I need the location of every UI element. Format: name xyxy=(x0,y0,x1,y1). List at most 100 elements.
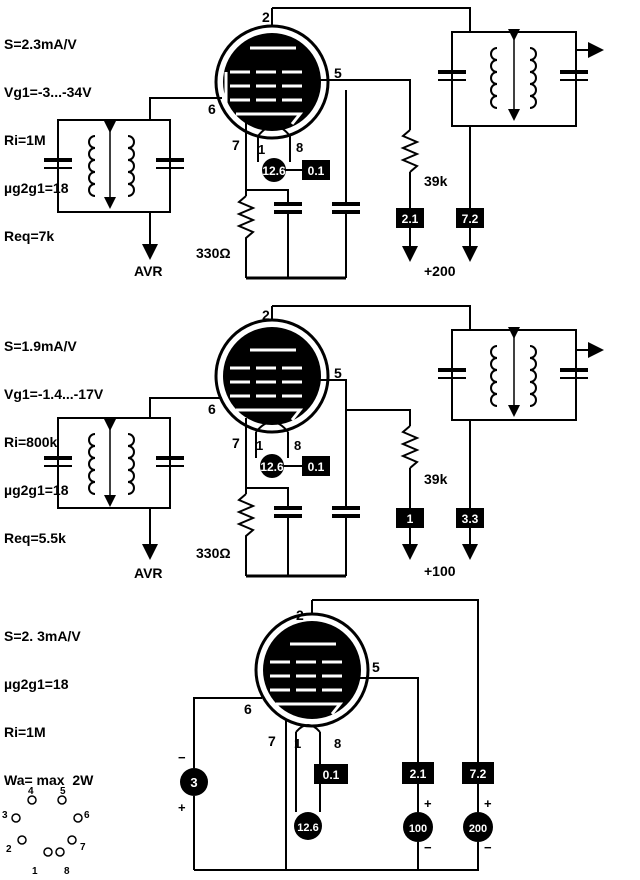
screen-resistor-label: 39k xyxy=(424,173,448,189)
middle-spec-line: Req=5.5k xyxy=(4,530,66,546)
supply-label: +200 xyxy=(424,263,456,279)
top-spec-line: Ri=1M xyxy=(4,132,46,148)
top-spec-line: S=2.3mA/V xyxy=(4,36,77,52)
bottom-spec-line: S=2. 3mA/V xyxy=(4,628,81,644)
socket-pin-label: 6 xyxy=(84,810,90,821)
screen-resistor-label: 39k xyxy=(424,471,448,487)
anode-supply-label: 200 xyxy=(469,823,487,835)
grid-bias-label: 3 xyxy=(190,775,197,790)
pin-5-label: 5 xyxy=(334,65,342,81)
pin-7-label: 7 xyxy=(232,137,240,153)
socket-pin xyxy=(57,795,67,805)
pin-2-label: 2 xyxy=(262,9,270,25)
heater-current-label: 0.1 xyxy=(308,164,325,178)
pin-6-label: 6 xyxy=(244,701,252,717)
agc-label: AVR xyxy=(134,263,163,279)
heater-voltage-label: 12.6 xyxy=(260,460,284,474)
socket-pin xyxy=(55,847,65,857)
bottom-specs: S=2. 3mA/V µg2g1=18 Ri=1M Wa= max 2W xyxy=(4,596,93,804)
top-specs: S=2.3mA/V Vg1=-3...-34V Ri=1M µg2g1=18 R… xyxy=(4,4,92,260)
heater-current-badge xyxy=(314,764,348,784)
socket-pin-label: 5 xyxy=(60,786,66,797)
supply-label: +100 xyxy=(424,563,456,579)
pin-7-label: 7 xyxy=(232,435,240,451)
pin-8-label: 8 xyxy=(334,736,341,751)
anode-current-label: 3.3 xyxy=(462,512,479,526)
anode-current-badge xyxy=(462,762,494,784)
circuit-bottom xyxy=(193,599,479,871)
tube-socket-diagram xyxy=(11,795,83,857)
socket-pin xyxy=(43,847,53,857)
heater-current-badge xyxy=(302,160,330,180)
middle-spec-line: Ri=800k xyxy=(4,434,58,450)
top-spec-line: µg2g1=18 xyxy=(4,180,69,196)
screen-current-badge xyxy=(402,762,434,784)
bottom-spec-line: Ri=1M xyxy=(4,724,46,740)
heater-supply-source xyxy=(294,812,322,840)
socket-pin xyxy=(67,835,77,845)
screen-current-label: 2.1 xyxy=(402,212,419,226)
bottom-spec-line: µg2g1=18 xyxy=(4,676,69,692)
top-spec-line: Req=7k xyxy=(4,228,55,244)
heater-voltage-badge xyxy=(260,454,284,478)
screen-current-badge xyxy=(396,208,424,228)
socket-pin xyxy=(11,813,21,823)
pin-5-label: 5 xyxy=(334,365,342,381)
pin-2-label: 2 xyxy=(296,607,304,623)
socket-pin xyxy=(73,813,83,823)
heater-current-badge xyxy=(302,456,330,476)
anode-supply-source xyxy=(463,812,493,842)
socket-pin xyxy=(17,835,27,845)
socket-pin xyxy=(27,795,37,805)
heater-supply-label: 12.6 xyxy=(297,822,318,834)
pin-6-label: 6 xyxy=(208,101,216,117)
anode-current-badge xyxy=(456,208,484,228)
socket-pin-label: 3 xyxy=(2,810,8,821)
pin-5-label: 5 xyxy=(372,659,380,675)
circuit-top xyxy=(44,7,604,280)
agc-label: AVR xyxy=(134,565,163,581)
middle-spec-line: µg2g1=18 xyxy=(4,482,69,498)
grid-bias-source xyxy=(180,768,208,796)
pin-6-label: 6 xyxy=(208,401,216,417)
minus-sign: − xyxy=(424,840,432,855)
pin-7-label: 7 xyxy=(268,733,276,749)
middle-spec-line: Vg1=-1.4...-17V xyxy=(4,386,104,402)
cathode-resistor-label: 330Ω xyxy=(196,245,231,261)
socket-pin-label: 2 xyxy=(6,844,12,855)
socket-pin-label: 7 xyxy=(80,842,86,853)
pin-8-label: 8 xyxy=(296,140,303,155)
anode-current-label: 7.2 xyxy=(462,212,479,226)
bottom-spec-line: Wa= max 2W xyxy=(4,772,94,788)
screen-current-badge xyxy=(396,508,424,528)
screen-supply-label: 100 xyxy=(409,823,427,835)
heater-voltage-badge xyxy=(262,158,286,182)
anode-current-badge xyxy=(456,508,484,528)
heater-current-label: 0.1 xyxy=(323,768,340,782)
socket-pin-label: 4 xyxy=(28,786,34,797)
plus-sign: + xyxy=(484,796,492,811)
socket-pin-label: 1 xyxy=(32,866,38,877)
socket-pin-label: 8 xyxy=(64,866,70,877)
middle-spec-line: S=1.9mA/V xyxy=(4,338,77,354)
cathode-resistor-label: 330Ω xyxy=(196,545,231,561)
pin-1-label: 1 xyxy=(294,736,301,751)
circuit-middle xyxy=(44,305,604,578)
screen-supply-source xyxy=(403,812,433,842)
screen-current-label: 1 xyxy=(407,512,414,526)
minus-sign: − xyxy=(484,840,492,855)
anode-current-label: 7.2 xyxy=(470,767,487,781)
top-spec-line: Vg1=-3...-34V xyxy=(4,84,92,100)
screen-current-label: 2.1 xyxy=(410,767,427,781)
heater-voltage-label: 12.6 xyxy=(262,164,286,178)
pin-1-label: 1 xyxy=(256,438,263,453)
pin-2-label: 2 xyxy=(262,307,270,323)
plus-sign: + xyxy=(424,796,432,811)
minus-sign: − xyxy=(178,750,186,765)
pin-1-label: 1 xyxy=(258,142,265,157)
plus-sign: + xyxy=(178,800,186,815)
pin-8-label: 8 xyxy=(294,438,301,453)
heater-current-label: 0.1 xyxy=(308,460,325,474)
middle-specs: S=1.9mA/V Vg1=-1.4...-17V Ri=800k µg2g1=… xyxy=(4,306,103,562)
